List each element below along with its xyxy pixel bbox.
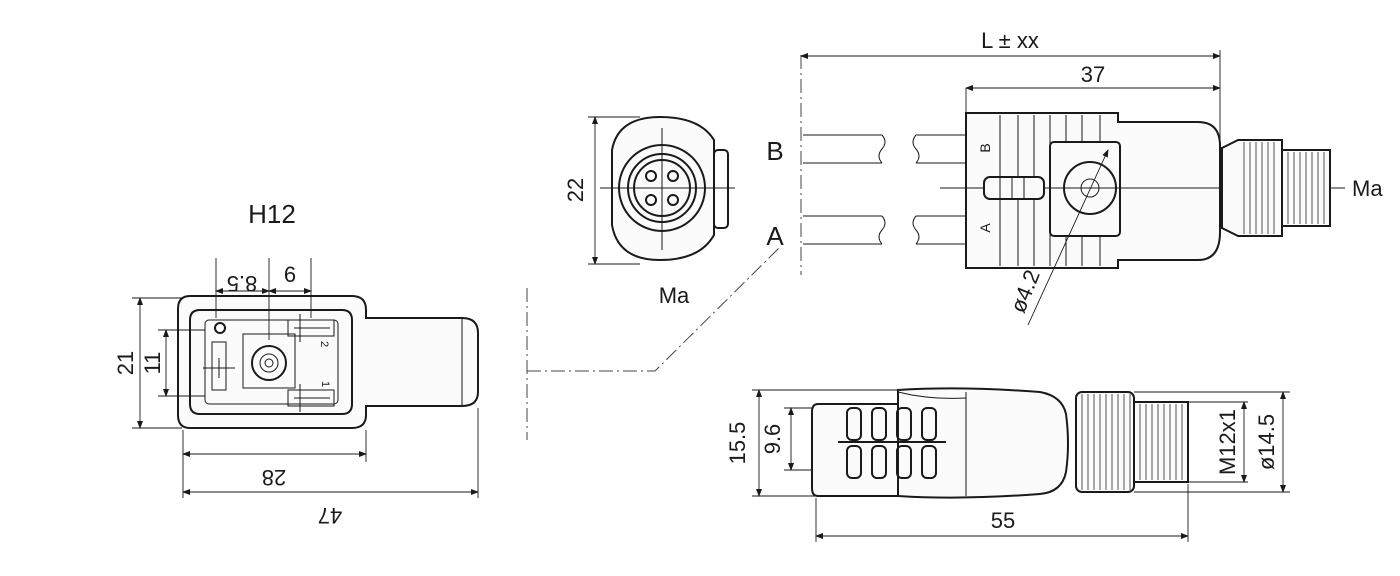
h12-pin-2-label: 2: [318, 341, 330, 347]
h12-view: H12 2 1 8.5 6: [113, 199, 479, 528]
dim-6: 6: [284, 262, 296, 287]
h12-ground-terminal: [211, 341, 227, 391]
side-pin: [983, 176, 1045, 200]
ma-front-pin: [645, 170, 657, 182]
bottom-housing: [897, 387, 1069, 499]
side-center-window: [1049, 141, 1121, 237]
side-tag-a: A: [977, 223, 993, 233]
dim-37: 37: [1081, 62, 1105, 87]
h12-contact-plate: [204, 319, 339, 405]
dim-hole-diameter: ø4.2: [1005, 266, 1045, 316]
h12-screw-outer: [251, 345, 287, 381]
h12-ground-mark: [214, 322, 226, 334]
side-ma-label: Ma: [1352, 176, 1383, 201]
h12-housing: [177, 295, 479, 429]
dim-21: 21: [113, 351, 138, 375]
ma-front-view: 22 Ma: [563, 115, 735, 308]
ma-front-pin: [645, 194, 657, 206]
leader-lines: [526, 247, 780, 440]
bottom-slots: [846, 407, 937, 479]
dim-11: 11: [140, 352, 165, 375]
ma-front-latch: [713, 149, 729, 229]
h12-inner-frame: [189, 309, 353, 415]
ma-front-pin: [667, 194, 679, 206]
wire-a-label: A: [766, 221, 784, 251]
h12-screw-core: [264, 358, 274, 368]
dim-47: 47: [318, 503, 342, 528]
ma-front-label: Ma: [659, 283, 690, 308]
bottom-thread: [1133, 401, 1189, 483]
dim-8-5: 8.5: [227, 271, 258, 296]
dim-thread: M12x1: [1215, 409, 1240, 475]
h12-terminal-1: [287, 389, 335, 407]
bottom-knurl-nut: [1075, 391, 1135, 493]
ma-front-pin: [667, 170, 679, 182]
dim-15-5: 15.5: [725, 422, 750, 465]
side-tag-b: B: [977, 143, 993, 152]
dim-55: 55: [991, 508, 1015, 533]
h12-pin-1-label: 1: [319, 381, 331, 387]
h12-terminal-2: [287, 319, 335, 337]
dim-9-6: 9.6: [760, 424, 785, 455]
dim-22: 22: [563, 178, 588, 202]
dim-diameter-14-5: ø14.5: [1254, 414, 1279, 470]
h12-title: H12: [248, 199, 296, 229]
dim-28: 28: [262, 465, 286, 490]
side-m12-nut: [1221, 139, 1283, 237]
bottom-view: 15.5 9.6 M12x1 ø14.5 55: [725, 387, 1290, 542]
side-view: B A B A: [766, 28, 1383, 326]
wire-b-label: B: [766, 136, 783, 166]
h12-screw-inner: [259, 353, 279, 373]
dim-total-length: L ± xx: [981, 28, 1039, 53]
